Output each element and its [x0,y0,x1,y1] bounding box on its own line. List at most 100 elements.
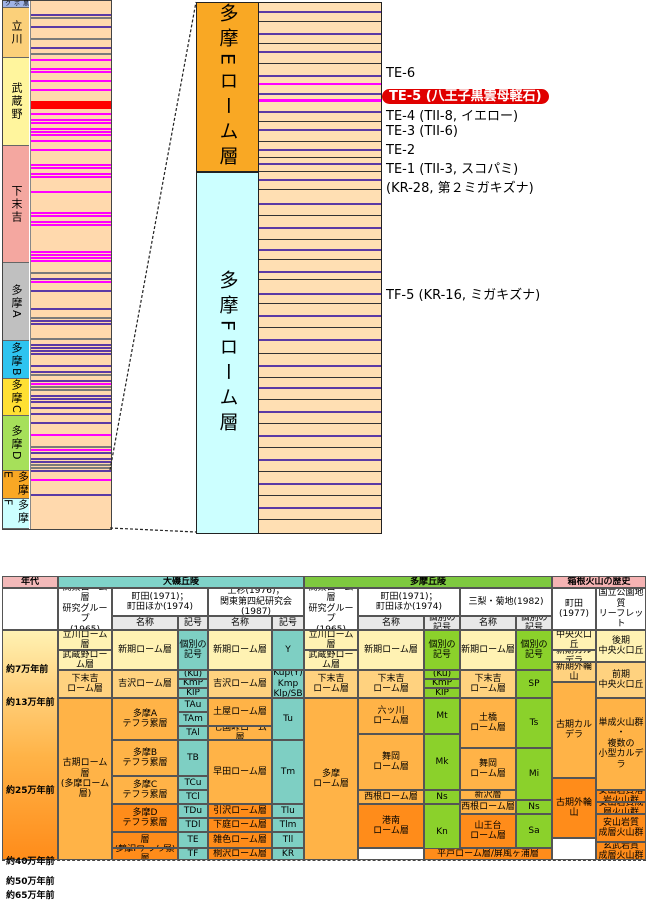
s-ns: Ns [516,800,552,814]
stripe [259,519,381,521]
ooiso-header: 大磯丘陵 [58,576,304,588]
j-koki: 後期 中央火口丘 [596,630,646,662]
s-shimosueyoshi: 下末吉 ローム層 [460,670,516,698]
stripe [31,89,111,91]
stripe [259,339,381,341]
unit-6: 多摩C [3,379,29,416]
tama-b-tephra: 多摩B テフラ累層 [112,740,178,776]
shinki-loam-1: 新期ローム層 [112,630,178,670]
stripe [31,173,111,175]
stripe [31,386,111,388]
tama-header: 多摩丘陵 [304,576,552,588]
stripe [259,129,381,131]
s-sp: SP [516,670,552,698]
stripe [259,111,381,113]
symbol-ku: (Ku) [178,670,208,679]
u-saishiki-loam: 雑色ローム層 [208,832,272,848]
symbol-tdu: TDu [178,804,208,818]
symbol-indiv: 個別の 記号 [178,630,208,670]
s-ts: Ts [516,698,552,748]
stripe [31,149,111,151]
stripe [31,251,111,253]
stripe [259,315,381,317]
stripe [31,320,111,322]
stripe [31,347,111,349]
connector-lines [109,1,197,533]
stripe [31,26,111,28]
symbol-tb: TB [178,740,208,776]
stripe [259,99,381,102]
stripe [259,365,381,367]
sym-head-1: 記号 [178,616,208,630]
tachikawa-loam: 立川ローム層 [58,630,112,650]
symbol-te: TE [178,832,208,848]
stripe [31,467,111,469]
unit-1: 立川 [3,8,29,58]
stripe [259,171,381,173]
tama-c-tephra: 多摩C テフラ累層 [112,776,178,804]
stripe [31,338,111,340]
stripe [259,179,381,181]
stripe [31,383,111,385]
stripe [31,344,111,346]
stripe [259,303,381,305]
stripe [31,365,111,367]
koki-loam: 古期ローム層 (多摩ローム層) [58,698,112,860]
stripe [31,353,111,355]
stripe [259,43,381,45]
tephra-label-te5: TE-5 (八王子黒雲母軽石) [382,85,549,104]
kichizawa-loam-1: 吉沢ローム層 [112,670,178,698]
stripe [31,398,111,400]
h-blank [552,838,596,860]
stripe [259,435,381,437]
m-ku: (Ku) [424,670,460,679]
symbol-tf: TF [178,848,208,860]
stripe [31,191,111,193]
s-sa: Sa [516,814,552,848]
u-doya-loam: 土屋ローム層 [208,698,272,726]
m-mk: Mk [424,734,460,790]
stripe [259,279,381,281]
stripe [259,215,381,217]
stripe [31,224,111,226]
stripe [259,293,381,295]
stripe [31,308,111,310]
sym-y: Y [272,630,304,670]
unit-0: 黒ボク [3,0,29,8]
stripe [31,434,111,436]
age-col [2,630,58,860]
stripe [31,272,111,274]
stripe [259,495,381,497]
unit-4: 多摩A [3,263,29,341]
sym-kr: KR [272,848,304,860]
tama-d-tephra: 多摩D テフラ累層 [112,804,178,832]
stripe [31,17,111,19]
stripe [31,47,111,49]
s-shinsawa: 新沢層 [460,790,516,800]
stripe [31,68,111,70]
u-kiriza-loam: 桐沢ローム層 [208,848,272,860]
stripe [259,75,381,77]
h-koki-gaiin: 古期外輪山 [552,778,596,838]
stripe [31,140,111,142]
tephra-label-te3: TE-3 (TII-6) [386,124,458,139]
sym-tlm: Tlm [272,818,304,832]
name-head-1: 名称 [112,616,178,630]
stripe [31,38,111,40]
stripe [31,458,111,460]
stripe [31,80,111,82]
u-nanakuni-loam: 七国峠ローム層 [208,726,272,740]
stripe [259,327,381,329]
stripe [31,122,111,124]
j-genbu: 玄武岩質 成層火山群 [596,842,646,860]
stripe [31,128,111,130]
age-blank [2,588,58,630]
te5-highlight: TE-5 (八王子黒雲母軽石) [382,89,549,104]
h-shinki-caldera: 新期カルデラ [552,650,596,662]
tama-e-loam-label: 多摩Eローム層 [197,3,259,173]
unit-2: 武蔵野 [3,58,29,146]
stripe [259,227,381,229]
h-chuo: 中央火口丘 [552,630,596,650]
stripe [259,21,381,23]
